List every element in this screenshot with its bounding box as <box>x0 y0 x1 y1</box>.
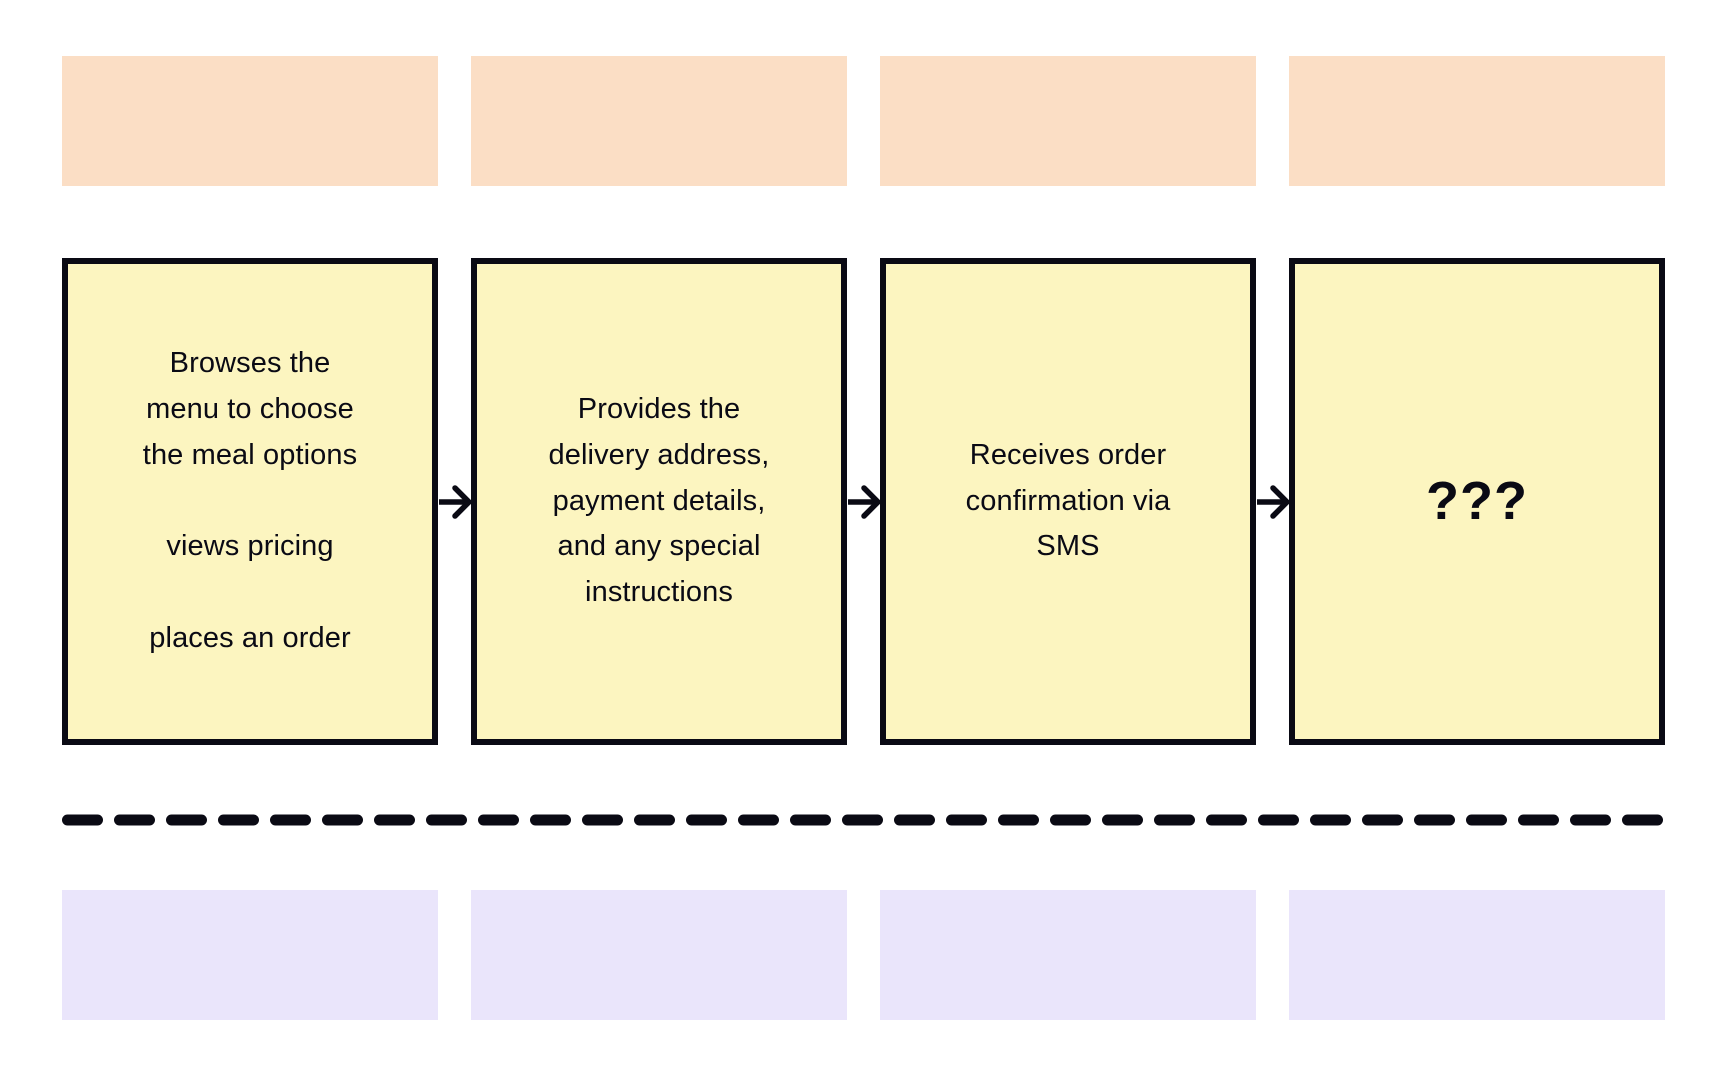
step-box-1-text: Browses the menu to choose the meal opti… <box>142 347 358 655</box>
step-box-2-text: Provides the delivery address, payment d… <box>548 392 770 609</box>
arrow-right-icon-1 <box>438 258 471 745</box>
bottom-band-cell-4 <box>1289 890 1665 1020</box>
step-box-2[interactable]: Provides the delivery address, payment d… <box>471 258 847 745</box>
top-band-cell-1 <box>62 56 438 186</box>
bottom-band-cell-3 <box>880 890 1256 1020</box>
dashed-separator <box>62 814 1666 826</box>
top-band-cell-3 <box>880 56 1256 186</box>
top-band-cell-4 <box>1289 56 1665 186</box>
step-box-3[interactable]: Receives order confirmation via SMS <box>880 258 1256 745</box>
bottom-band-cell-2 <box>471 890 847 1020</box>
step-box-3-text: Receives order confirmation via SMS <box>965 438 1171 563</box>
step-box-4-text: ??? <box>1426 470 1528 531</box>
steps-band: Browses the menu to choose the meal opti… <box>0 258 1728 745</box>
bottom-band-cell-1 <box>62 890 438 1020</box>
arrow-right-icon-3 <box>1256 258 1289 745</box>
step-box-4[interactable]: ??? <box>1289 258 1665 745</box>
top-band-cell-2 <box>471 56 847 186</box>
step-box-1[interactable]: Browses the menu to choose the meal opti… <box>62 258 438 745</box>
top-band <box>0 56 1728 186</box>
arrow-right-icon-2 <box>847 258 880 745</box>
bottom-band <box>0 890 1728 1020</box>
